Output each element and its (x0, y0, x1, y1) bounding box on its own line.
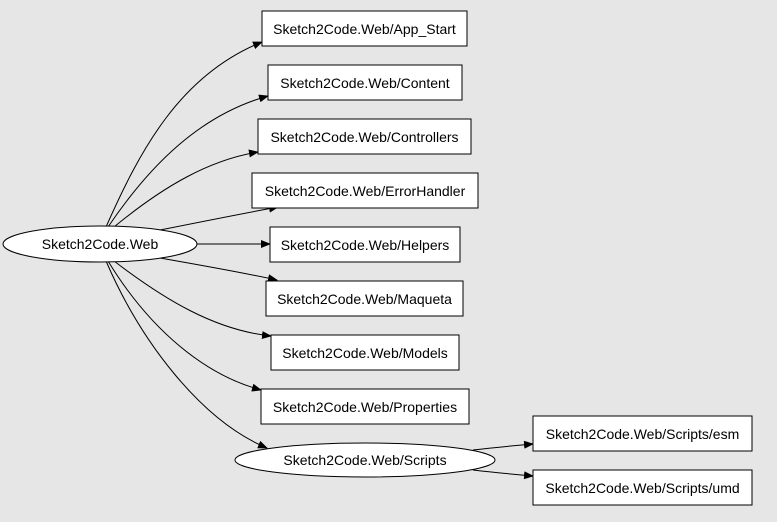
node-helpers-label: Sketch2Code.Web/Helpers (281, 237, 450, 253)
node-content-label: Sketch2Code.Web/Content (280, 75, 450, 91)
edge-root-to-scripts (105, 260, 268, 449)
node-sketch2code-web-label: Sketch2Code.Web (42, 236, 159, 252)
node-maqueta-label: Sketch2Code.Web/Maqueta (277, 291, 452, 307)
node-errorhandler-label: Sketch2Code.Web/ErrorHandler (265, 183, 466, 199)
node-helpers: Sketch2Code.Web/Helpers (269, 226, 461, 263)
edge-scripts-to-scripts-umd (472, 469, 534, 480)
node-scripts-esm: Sketch2Code.Web/Scripts/esm (532, 415, 753, 452)
edge-root-to-properties (107, 260, 262, 392)
node-properties: Sketch2Code.Web/Properties (260, 388, 470, 425)
edge-root-to-controllers (113, 149, 259, 228)
node-app-start: Sketch2Code.Web/App_Start (261, 10, 468, 47)
edge-scripts-to-scripts-esm (472, 440, 534, 451)
edge-root-to-content (107, 94, 269, 228)
node-scripts-esm-label: Sketch2Code.Web/Scripts/esm (546, 426, 740, 442)
node-errorhandler: Sketch2Code.Web/ErrorHandler (251, 172, 479, 209)
node-controllers-label: Sketch2Code.Web/Controllers (270, 129, 458, 145)
node-models: Sketch2Code.Web/Models (270, 334, 460, 371)
node-controllers: Sketch2Code.Web/Controllers (257, 118, 472, 155)
node-sketch2code-web: Sketch2Code.Web (2, 225, 198, 263)
edge-root-to-models (113, 260, 272, 340)
node-maqueta: Sketch2Code.Web/Maqueta (265, 280, 464, 317)
node-scripts-umd: Sketch2Code.Web/Scripts/umd (532, 469, 753, 506)
node-scripts-umd-label: Sketch2Code.Web/Scripts/umd (545, 480, 739, 496)
edge-root-to-maqueta (159, 257, 278, 283)
node-content: Sketch2Code.Web/Content (267, 64, 463, 101)
edge-root-to-app-start (105, 41, 263, 228)
node-app-start-label: Sketch2Code.Web/App_Start (273, 21, 456, 37)
node-properties-label: Sketch2Code.Web/Properties (273, 399, 457, 415)
edge-root-to-errorhandler (159, 204, 279, 231)
node-scripts-label: Sketch2Code.Web/Scripts (283, 452, 446, 468)
node-models-label: Sketch2Code.Web/Models (282, 345, 448, 361)
node-scripts: Sketch2Code.Web/Scripts (234, 442, 496, 478)
